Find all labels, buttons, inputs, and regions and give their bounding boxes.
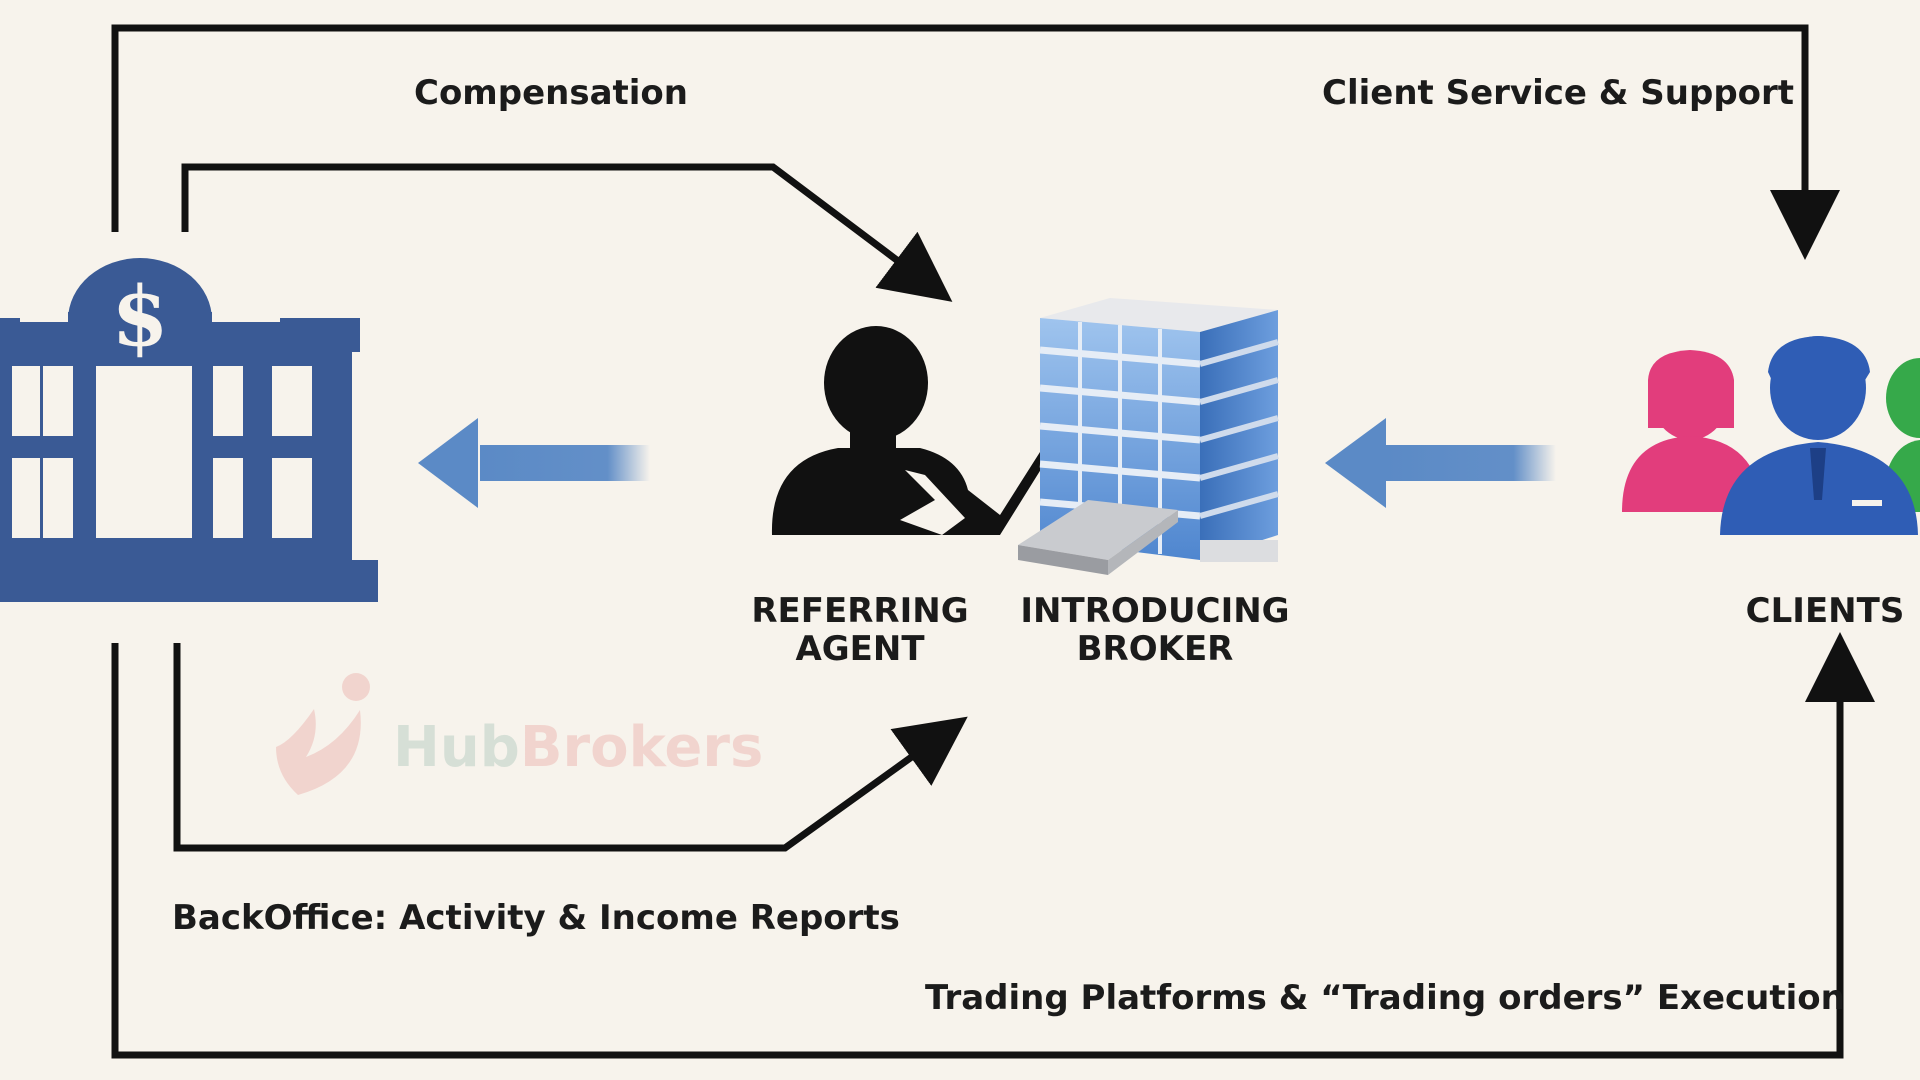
backoffice-label: BackOffice: Activity & Income Reports xyxy=(172,898,900,938)
trading-label: Trading Platforms & “Trading orders” Exe… xyxy=(925,978,1845,1018)
compensation-label: Compensation xyxy=(414,73,688,113)
client-service-label: Client Service & Support xyxy=(1322,73,1795,113)
hubbrokers-watermark: HubBrokers xyxy=(258,665,768,805)
hubbrokers-logo-icon xyxy=(276,673,370,795)
introducing-broker-label: INTRODUCING BROKER xyxy=(1010,592,1300,668)
backoffice-arrow xyxy=(173,643,968,852)
flow-arrow-to-broker xyxy=(1325,418,1556,508)
flow-arrow-to-bank xyxy=(418,418,650,508)
compensation-arrow xyxy=(181,163,953,302)
introducing-broker-line1: INTRODUCING xyxy=(1020,591,1290,631)
svg-text:$: $ xyxy=(111,269,168,365)
clients-group-icon xyxy=(1622,336,1920,535)
watermark-part2: Brokers xyxy=(519,715,764,780)
watermark-wordmark: HubBrokers xyxy=(393,715,763,780)
bank-dollar-icon: $ xyxy=(0,258,378,602)
referring-agent-icon xyxy=(771,326,1048,535)
office-building-icon xyxy=(1018,298,1279,575)
clients-label: CLIENTS xyxy=(1735,592,1915,630)
client-service-arrow xyxy=(111,24,1840,260)
referring-agent-line1: REFERRING xyxy=(751,591,969,631)
clients-line1: CLIENTS xyxy=(1745,591,1905,631)
trading-arrow xyxy=(111,632,1875,1059)
watermark-part1: Hub xyxy=(393,715,520,780)
referring-agent-label: REFERRING AGENT xyxy=(745,592,975,668)
referring-agent-line2: AGENT xyxy=(795,629,925,669)
introducing-broker-line2: BROKER xyxy=(1076,629,1234,669)
